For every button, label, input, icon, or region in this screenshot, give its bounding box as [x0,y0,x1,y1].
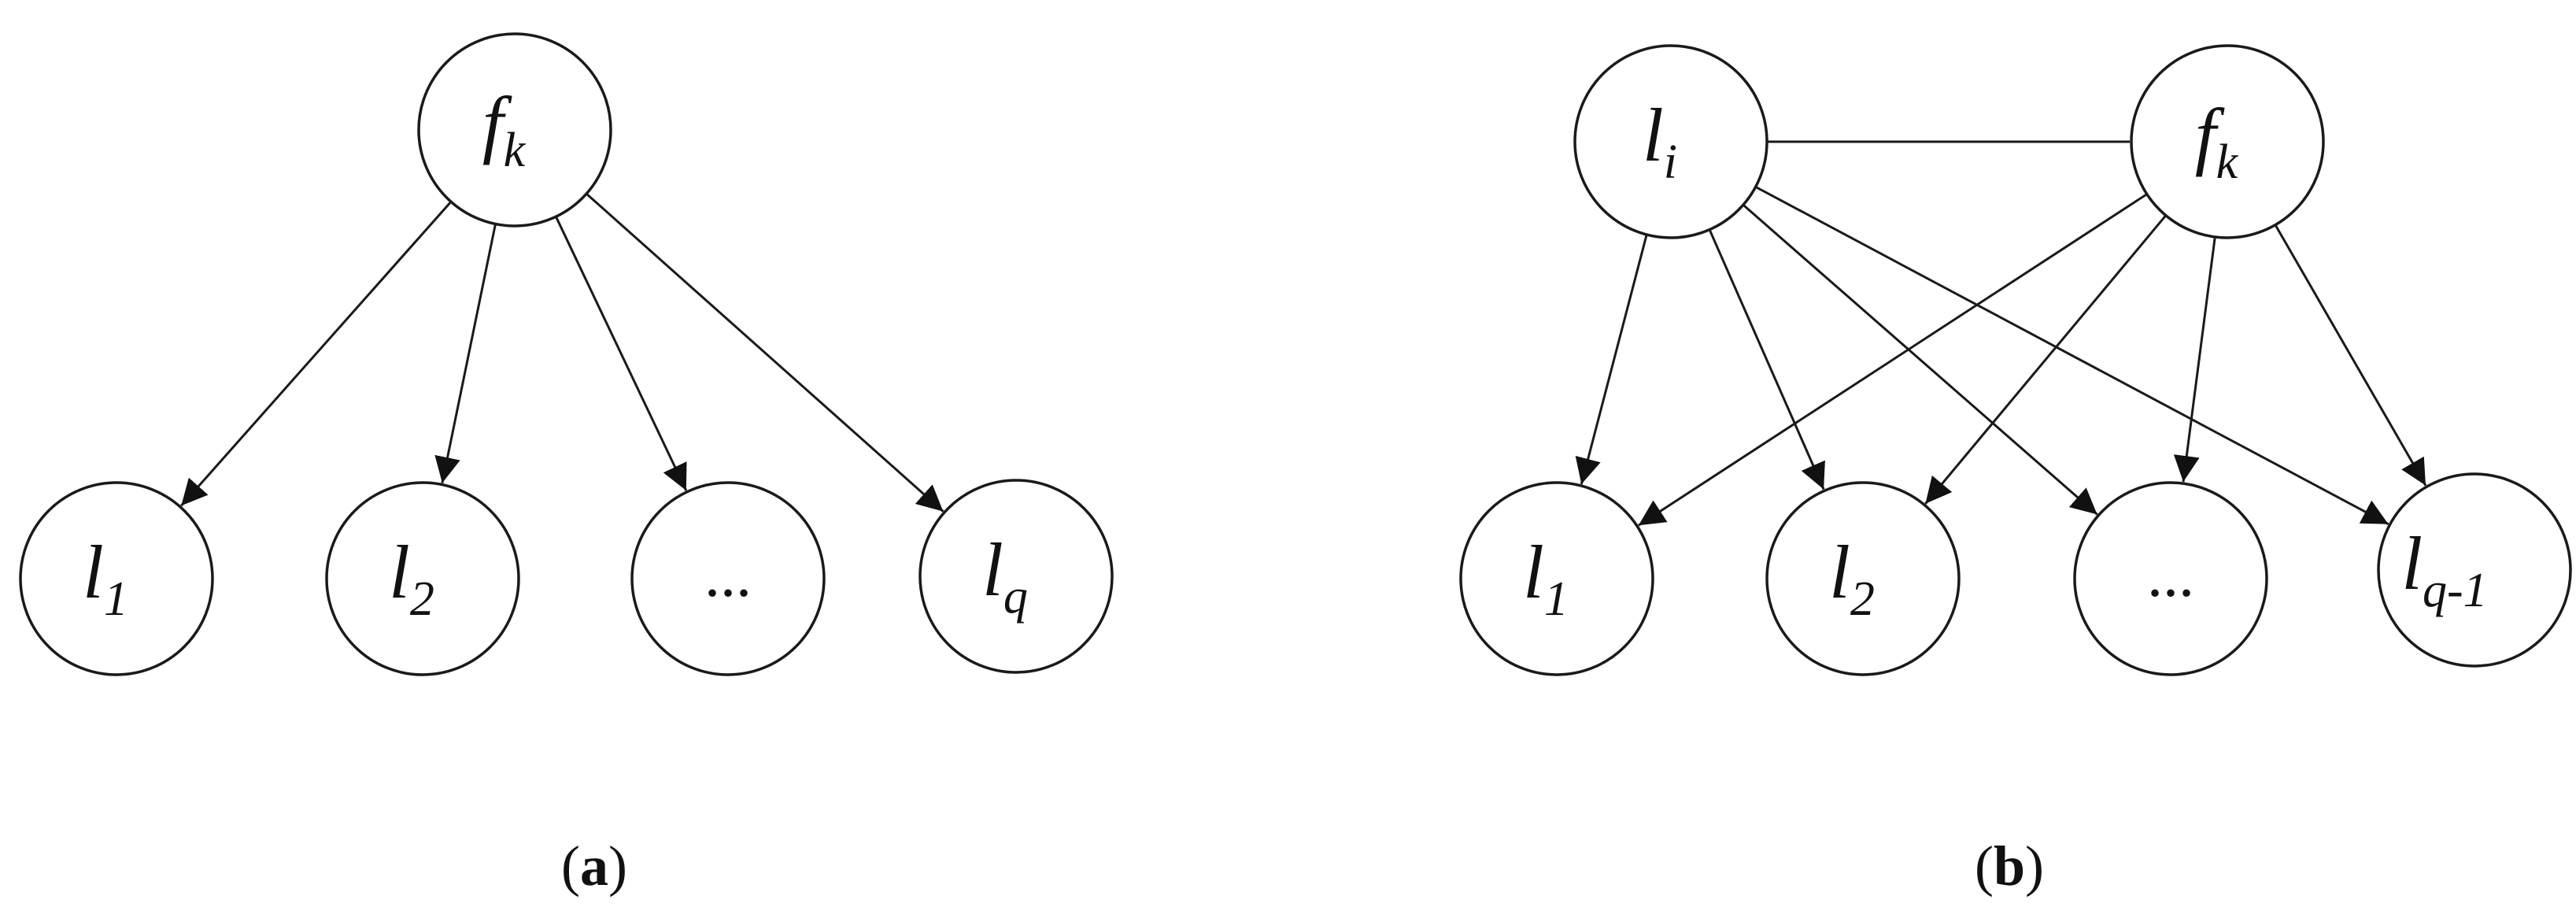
node-main-text: l [1643,93,1664,177]
edge-fk-lq [586,192,944,513]
node-main-text: l [982,527,1003,612]
edge-fk-ldots [2173,236,2216,483]
edge-li-lq1 [1754,186,2389,526]
node-li: li [1573,44,1768,239]
node-label: ... [2147,541,2194,610]
panel-a-edges [180,192,944,513]
node-l2: l2 [325,481,520,676]
node-sub-text: 1 [1544,572,1569,626]
node-main-text: l [83,530,104,614]
edge-li-l2 [1708,229,1825,490]
node-label: ... [704,541,752,610]
edge-li-ldots [1742,204,2098,516]
node-label: fk [2195,93,2239,189]
node-main-text: ... [2147,541,2194,610]
node-sub-text: k [504,124,527,177]
edge-li-l1 [1575,234,1648,485]
panel-b-edges [1575,140,2427,527]
node-lq: lq [918,479,1114,674]
node-sub-text: k [2216,135,2239,189]
edge-fk-l1 [1638,193,2148,527]
edge-fk-ldots [555,216,688,491]
node-l1: l1 [1459,481,1654,676]
edge-fk-l1 [180,201,453,507]
node-circle [2377,472,2572,668]
node-sub-text: i [1664,135,1677,189]
node-fk: fk [417,32,612,228]
node-label: l1 [1523,530,1569,626]
node-sub-text: q [1003,570,1028,624]
node-ldots: ... [630,481,826,676]
node-main-text: l [2401,521,2423,605]
node-label: l2 [1829,530,1875,626]
panel-a-caption: (a) [561,835,627,898]
node-sub-text: 2 [1850,572,1875,626]
panel-b-caption: (b) [1975,835,2044,898]
node-circle [19,481,214,676]
panel-b-caption-letter: b [1994,835,2025,898]
node-circle [2073,481,2268,676]
edge-fk-l2 [1924,214,2167,505]
node-fk: fk [2130,44,2325,239]
node-label: l1 [83,530,128,626]
node-label: lq [982,527,1028,624]
node-circle [918,479,1114,674]
node-lq1: lq-1 [2377,472,2572,668]
node-sub-text: 2 [410,572,434,626]
node-circle [1573,44,1768,239]
node-main-text: ... [704,541,752,610]
node-main-text: l [389,530,410,614]
edge-fk-l2 [434,224,497,483]
node-label: lq-1 [2401,521,2487,617]
node-main-text: l [1829,530,1850,614]
node-sub-text: q-1 [2423,564,2488,617]
node-circle [2130,44,2325,239]
node-main-text: l [1523,530,1544,614]
node-label: li [1643,93,1677,189]
node-circle [630,481,826,676]
node-l1: l1 [19,481,214,676]
node-ldots: ... [2073,481,2268,676]
node-label: l2 [389,530,434,626]
node-circle [1459,481,1654,676]
node-l2: l2 [1765,481,1961,676]
node-circle [1765,481,1961,676]
node-circle [417,32,612,228]
node-sub-text: 1 [104,572,128,626]
edge-fk-lq1 [2274,224,2427,487]
node-circle [325,481,520,676]
panel-a-caption-letter: a [580,835,608,898]
